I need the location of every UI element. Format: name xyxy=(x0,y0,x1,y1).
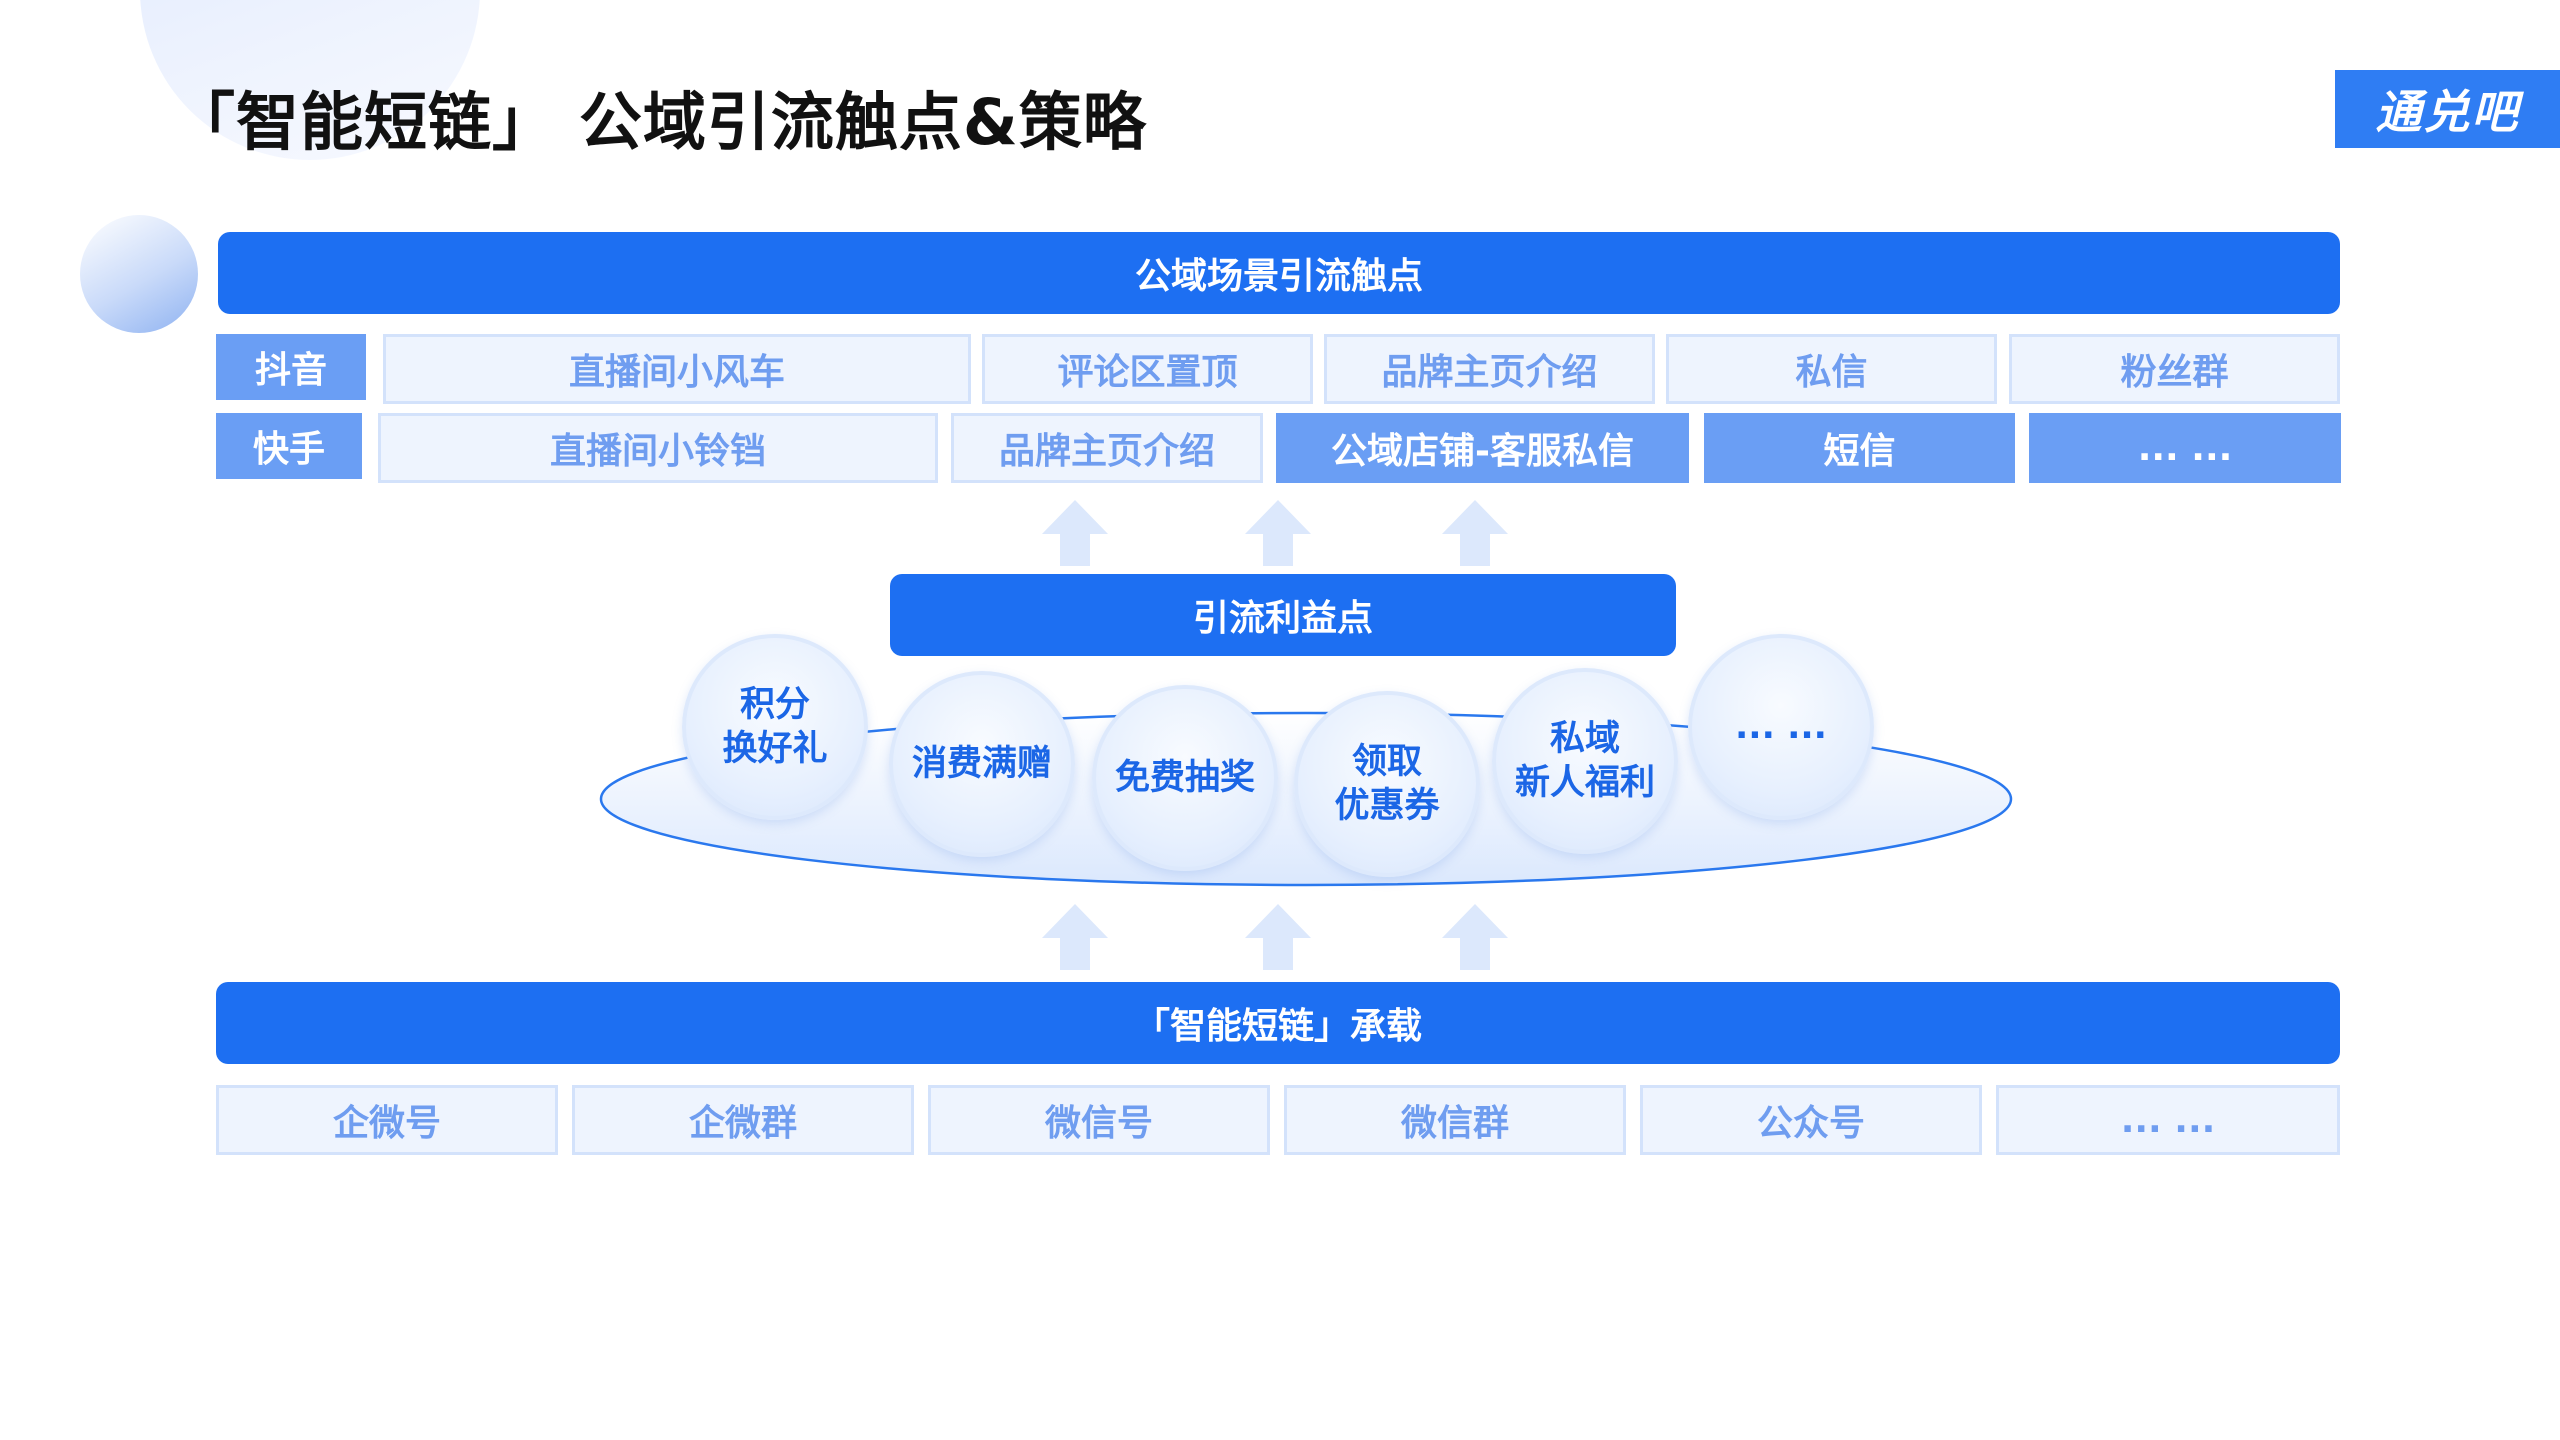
touchpoint-douyin-1: 直播间小风车 xyxy=(383,334,971,404)
carrier-item-1: 企微号 xyxy=(216,1085,558,1155)
carrier-item-3: 微信号 xyxy=(928,1085,1270,1155)
carrier-item-6: ... ... xyxy=(1996,1085,2340,1155)
up-arrow-icon xyxy=(1042,500,1108,566)
carrier-item-5: 公众号 xyxy=(1640,1085,1982,1155)
page-title: 「智能短链」 公域引流触点&策略 xyxy=(172,86,1147,159)
platform-label-douyin: 抖音 xyxy=(216,334,366,400)
benefits-header: 引流利益点 xyxy=(890,574,1676,656)
carrier-item-2: 企微群 xyxy=(572,1085,914,1155)
benefit-bubble-6: ... ... xyxy=(1688,634,1874,820)
touchpoint-kuaishou-5: ... ... xyxy=(2029,413,2341,483)
touchpoints-header: 公域场景引流触点 xyxy=(218,232,2340,314)
brand-logo: 通兑吧 xyxy=(2335,70,2560,148)
up-arrow-icon xyxy=(1245,500,1311,566)
touchpoint-douyin-5: 粉丝群 xyxy=(2009,334,2340,404)
carriers-header: 「智能短链」承载 xyxy=(216,982,2340,1064)
benefit-bubble-5: 私域 新人福利 xyxy=(1492,668,1678,854)
touchpoint-kuaishou-3: 公域店铺-客服私信 xyxy=(1276,413,1689,483)
touchpoint-douyin-2: 评论区置顶 xyxy=(982,334,1313,404)
platform-label-kuaishou: 快手 xyxy=(216,413,362,479)
benefit-bubble-3: 免费抽奖 xyxy=(1092,685,1278,871)
benefit-bubble-2: 消费满赠 xyxy=(889,671,1075,857)
benefit-bubble-1: 积分 换好礼 xyxy=(682,634,868,820)
touchpoint-douyin-3: 品牌主页介绍 xyxy=(1324,334,1655,404)
decorative-circle-small xyxy=(80,215,198,333)
up-arrow-icon xyxy=(1442,904,1508,970)
touchpoint-kuaishou-2: 品牌主页介绍 xyxy=(951,413,1263,483)
touchpoint-kuaishou-4: 短信 xyxy=(1704,413,2015,483)
benefit-bubble-4: 领取 优惠券 xyxy=(1294,691,1480,877)
up-arrow-icon xyxy=(1042,904,1108,970)
up-arrow-icon xyxy=(1245,904,1311,970)
carrier-item-4: 微信群 xyxy=(1284,1085,1626,1155)
brand-logo-text: 通兑吧 xyxy=(2375,85,2520,139)
touchpoint-douyin-4: 私信 xyxy=(1666,334,1997,404)
touchpoint-kuaishou-1: 直播间小铃铛 xyxy=(378,413,938,483)
up-arrow-icon xyxy=(1442,500,1508,566)
